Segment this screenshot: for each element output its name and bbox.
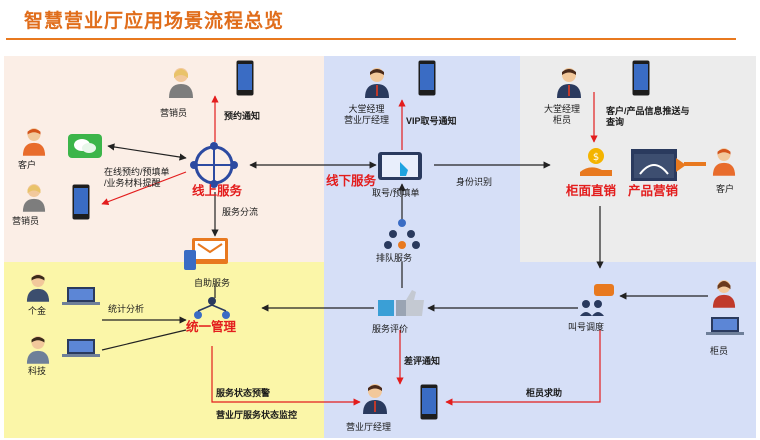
- teller-label: 柜员: [710, 346, 729, 356]
- queue-service-label: 排队服务: [376, 253, 413, 263]
- phone-icon: [632, 60, 650, 96]
- tech-staff-icon: [26, 336, 50, 364]
- branch-manager-label: 营业厅经理: [346, 422, 392, 432]
- sales-top-label: 营销员: [160, 108, 188, 118]
- bad-review-label: 差评通知: [404, 356, 441, 366]
- phone-icon: [72, 184, 90, 220]
- self-service-icon: [184, 238, 228, 270]
- laptop-icon: [62, 287, 100, 305]
- vip-notice-label: VIP取号通知: [406, 116, 457, 126]
- customer-right-label: 客户: [716, 184, 735, 194]
- retail-label: 个金: [28, 306, 47, 316]
- wechat-icon: [68, 134, 102, 158]
- product-browser-icon: [631, 149, 686, 181]
- self-service-label: 自助服务: [194, 278, 231, 288]
- offline-service-label: 线下服务: [326, 174, 377, 188]
- service-eval-label: 服务评价: [372, 324, 409, 334]
- laptop-icon: [706, 317, 744, 335]
- online-hub-icon: [190, 142, 238, 188]
- svg-text:$: $: [593, 152, 599, 163]
- title-divider: [6, 38, 736, 40]
- thumbs-up-icon: [378, 290, 424, 316]
- queue-icon: [384, 219, 420, 249]
- coin-hand-icon: $: [580, 148, 612, 176]
- management-network-icon: [194, 297, 230, 319]
- manager-icon: [557, 68, 581, 98]
- product-marketing-label: 产品营销: [628, 184, 679, 198]
- online-request-label: 在线预约/预填单 /业务材料提醒: [104, 167, 170, 188]
- sales-person-icon: [169, 68, 193, 98]
- customer-icon: [712, 148, 736, 176]
- manager-icon: [365, 68, 389, 98]
- teller-help-label: 柜员求助: [526, 388, 563, 398]
- stats-label: 统计分析: [108, 304, 145, 314]
- sales-person-icon: [22, 184, 46, 212]
- laptop-icon: [62, 339, 100, 357]
- appointment-notice-label: 预约通知: [224, 111, 261, 121]
- call-dispatch-label: 叫号调度: [568, 322, 605, 332]
- touch-tablet-icon: [378, 152, 422, 180]
- online-service-label: 线上服务: [192, 184, 243, 198]
- lobby-manager-label: 大堂经理 营业厅经理: [344, 104, 390, 125]
- phone-icon: [236, 60, 254, 96]
- online-region: [4, 56, 324, 262]
- call-dispatch-icon: [580, 284, 614, 316]
- ticket-label: 取号/预填单: [372, 188, 420, 198]
- customer-icon: [22, 128, 46, 156]
- service-split-label: 服务分流: [222, 207, 259, 217]
- branch-manager-icon: [363, 384, 387, 414]
- counter-direct-label: 柜面直销: [566, 184, 617, 198]
- status-monitor-label: 营业厅服务状态监控: [216, 410, 298, 420]
- product-push-label: 客户/产品信息推送与 查询: [606, 106, 690, 127]
- identity-label: 身份识别: [456, 177, 493, 187]
- tech-label: 科技: [28, 366, 47, 376]
- retail-staff-icon: [26, 274, 50, 302]
- counter-staff-label: 大堂经理 柜员: [544, 104, 581, 125]
- sales-left-label: 营销员: [12, 216, 40, 226]
- status-alert-label: 服务状态预警: [216, 388, 271, 398]
- unified-mgmt-label: 统一管理: [186, 320, 237, 334]
- page-title: 智慧营业厅应用场景流程总览: [24, 11, 285, 32]
- customer-left-label: 客户: [18, 160, 37, 170]
- phone-icon: [418, 60, 436, 96]
- teller-icon: [712, 280, 736, 308]
- phone-icon: [420, 384, 438, 420]
